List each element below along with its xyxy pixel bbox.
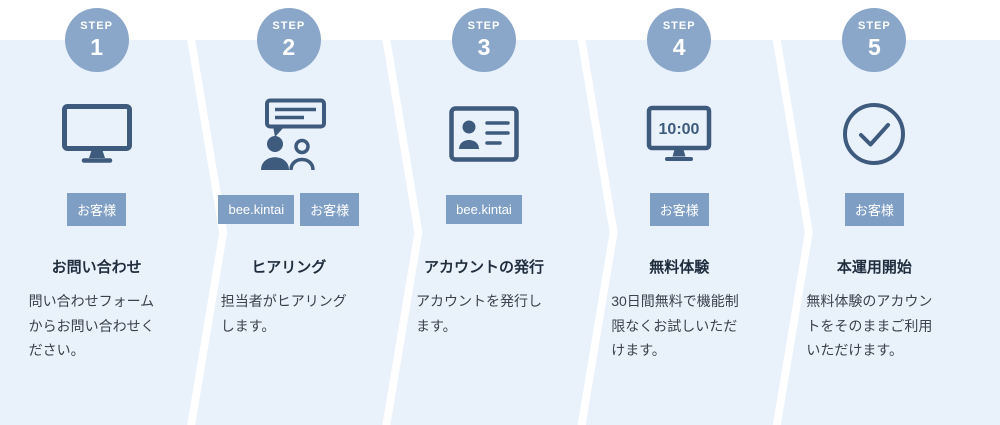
step-title: アカウントの発行 [424,259,545,276]
role-badge: bee.kintai [446,194,522,224]
hearing-icon [250,98,328,170]
step-number: 4 [672,34,686,60]
step-3-chevron [390,40,609,425]
role-badges: お客様 [67,192,127,226]
step-4: STEP 4 10:00 お客様 無料体験 30日間無料で機能制限なくお試しいた… [586,0,805,425]
step-label: STEP [467,20,501,32]
step-number: 2 [282,34,296,60]
step-5: STEP 5 お客様 本運用開始 無料体験のアカウントをそのままご利用いただけま… [780,0,1000,425]
step-4-chevron [586,40,805,425]
step-2-chevron [195,40,414,425]
step-description: 30日間無料で機能制限なくお試しいただけます。 [611,293,739,358]
step-5-chevron [780,40,1000,425]
role-badges: bee.kintai お客様 [218,192,360,226]
step-description: 担当者がヒアリングします。 [220,293,347,334]
step-title: 無料体験 [649,259,710,276]
id-card-icon [449,98,519,170]
step-3: STEP 3 bee.kintai アカウントの発行 アカウントを発行します。 [390,0,609,425]
step-3-circle: STEP 3 [452,8,516,72]
step-description: 無料体験のアカウントをそのままご利用いただけます。 [806,293,933,358]
step-label: STEP [272,20,306,32]
monitor-icon [61,98,133,170]
step-label: STEP [80,20,113,32]
step-1: STEP 1 お客様 お問い合わせ 問い合わせフォームからお問い合わせください。 [0,0,219,425]
step-number: 5 [868,34,881,60]
role-badges: お客様 [649,192,709,226]
step-description: 問い合わせフォームからお問い合わせください。 [28,293,155,358]
role-badge: お客様 [67,192,127,226]
role-badge: bee.kintai [218,194,295,224]
step-number: 1 [90,34,103,60]
step-1-circle: STEP 1 [64,8,129,72]
step-title: お問い合わせ [51,259,142,276]
trial-monitor-time: 10:00 [659,121,700,138]
step-title: 本運用開始 [836,259,912,276]
role-badge: お客様 [649,192,709,226]
role-badges: bee.kintai [446,194,522,224]
step-description: アカウントを発行します。 [416,293,542,334]
step-title: ヒアリング [251,259,327,276]
step-label: STEP [858,20,891,32]
step-4-circle: STEP 4 [647,8,712,72]
role-badge: お客様 [844,192,904,226]
step-2: STEP 2 bee.kintai お客様 ヒアリング [195,0,414,425]
step-2-circle: STEP 2 [256,8,321,72]
step-5-circle: STEP 5 [842,8,907,72]
trial-monitor-icon: 10:00 [646,98,712,170]
role-badges: お客様 [844,192,904,226]
step-label: STEP [662,20,696,32]
role-badge: お客様 [300,192,360,226]
step-number: 3 [477,34,491,60]
check-circle-icon [841,98,907,170]
